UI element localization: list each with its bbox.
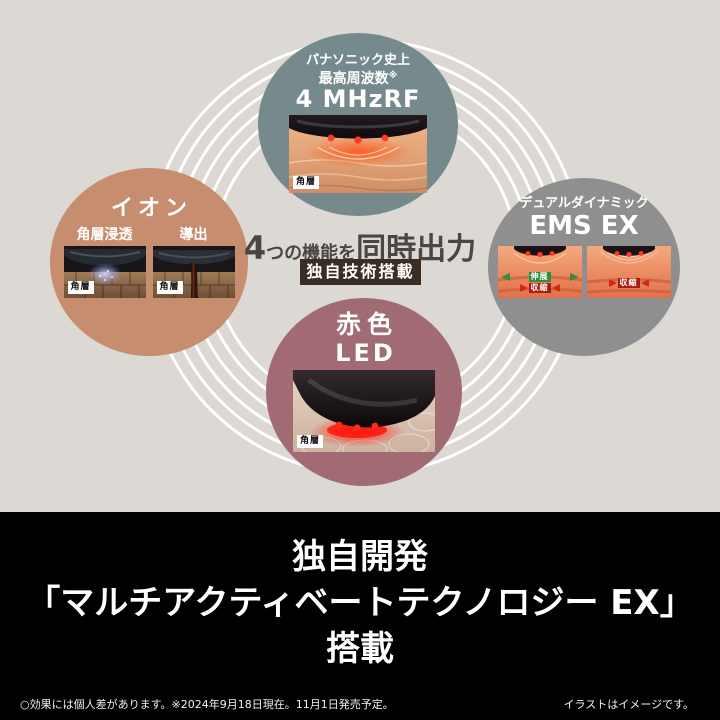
diagram-stage: パナソニック史上 最高周波数※ 4 MHzRF: [0, 0, 720, 512]
technology-panel: 独自開発 「マルチアクティベートテクノロジー EX」 搭載 ○効果には個人差があ…: [0, 512, 720, 720]
headline-number: 4: [243, 229, 267, 267]
panel-headline-line1: 独自開発: [292, 537, 428, 577]
rf-title-line2: 最高周波数※: [319, 68, 398, 87]
panel-headline-line3: 搭載: [326, 629, 394, 669]
original-technology-badge: 独自技術搭載: [300, 259, 421, 285]
led-title-line2: LED: [335, 339, 396, 367]
headline-mid-text: つの機能を: [266, 243, 357, 264]
ems-contract-illustration: 収縮: [586, 246, 671, 298]
ion-columns: 角層浸透: [63, 227, 235, 298]
rf-feature-circle: パナソニック史上 最高周波数※ 4 MHzRF: [258, 33, 458, 216]
ems-contract-row: 収縮: [498, 283, 582, 293]
stratum-corneum-chip: 角層: [156, 281, 183, 294]
panel-headline-line2: 「マルチアクティベートテクノロジー EX」: [26, 583, 694, 623]
ems-expand-row: 伸展: [500, 272, 579, 282]
rf-title-line1: パナソニック史上: [305, 53, 410, 68]
rf-title-line2-text: 最高周波数: [318, 71, 389, 87]
rf-skin-illustration: 角層: [289, 115, 427, 193]
ion-column-penetration: 角層浸透: [63, 227, 146, 298]
led-art: [293, 370, 435, 452]
rf-footnote-mark: ※: [388, 71, 398, 81]
ems-expand-label: 伸展: [528, 272, 551, 282]
arrow-left-icon: [500, 273, 510, 281]
ems-contract-row: 収縮: [587, 278, 671, 288]
footnote-right: イラストはイメージです。: [563, 698, 694, 711]
stratum-corneum-chip: 角層: [297, 435, 324, 448]
ems-dual-illustration: 伸展 収縮: [497, 246, 582, 298]
ion-column-extraction: 導出 角層: [152, 227, 235, 298]
led-title-line1: 赤色: [335, 310, 398, 339]
ion-feature-circle: イオン 角層浸透: [50, 168, 248, 356]
led-feature-circle: 赤色 LED: [266, 298, 462, 486]
ems-title-line1: デュアルダイナミック: [519, 196, 649, 211]
ems-feature-circle: デュアルダイナミック EMS EX: [488, 178, 680, 356]
ems-illustrations: 伸展 収縮: [497, 246, 671, 298]
ion-penetration-illustration: 角層: [63, 246, 146, 298]
stratum-corneum-chip: 角層: [67, 281, 94, 294]
footnote-left: ○効果には個人差があります。※2024年9月18日現在。11月1日発売予定。: [20, 698, 394, 711]
ion-extraction-label: 導出: [179, 227, 208, 243]
ems-contract-label: 収縮: [528, 283, 551, 293]
led-illustration: 角層: [293, 370, 435, 452]
arrow-left-icon: [551, 284, 560, 292]
stratum-corneum-chip: 角層: [293, 176, 320, 189]
ems-title-line2: EMS EX: [529, 211, 639, 241]
footnotes: ○効果には個人差があります。※2024年9月18日現在。11月1日発売予定。 イ…: [20, 698, 694, 712]
rf-frequency-value: 4 MHzRF: [295, 85, 421, 113]
ion-title: イオン: [110, 196, 192, 221]
ems-contract-label: 収縮: [617, 278, 640, 288]
rf-skin-art: [289, 115, 427, 193]
ems-contract-art: [586, 246, 671, 298]
panel-headline: 独自開発 「マルチアクティベートテクノロジー EX」 搭載: [0, 534, 720, 672]
arrow-right-icon: [608, 279, 617, 287]
arrow-right-icon: [519, 284, 528, 292]
arrow-right-icon: [569, 273, 579, 281]
ion-extraction-illustration: 角層: [152, 246, 235, 298]
ion-penetration-label: 角層浸透: [76, 227, 133, 243]
arrow-left-icon: [640, 279, 649, 287]
